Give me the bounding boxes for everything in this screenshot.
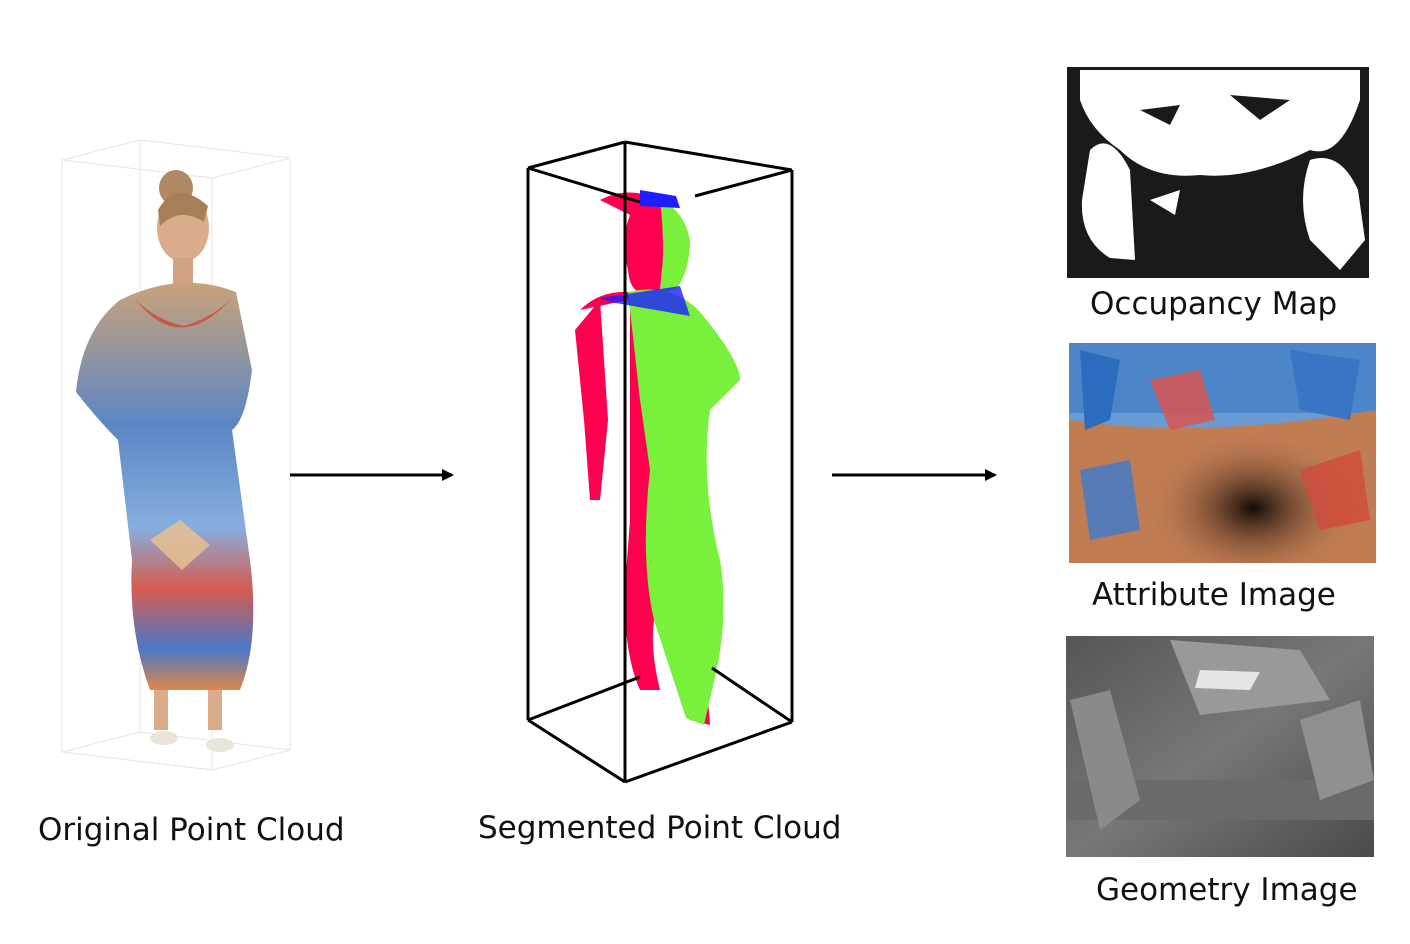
geometry-image-caption: Geometry Image: [1096, 872, 1358, 908]
geometry-image: [1066, 636, 1374, 857]
segmented-point-cloud-figure: [526, 140, 794, 784]
attribute-image-caption: Attribute Image: [1092, 577, 1336, 613]
original-point-cloud-figure: [61, 139, 291, 771]
occupancy-map-image: [1067, 67, 1369, 278]
bounding-box: [526, 140, 794, 784]
attribute-image: [1069, 343, 1376, 563]
original-point-cloud-caption: Original Point Cloud: [38, 812, 345, 848]
occupancy-map-caption: Occupancy Map: [1090, 286, 1338, 322]
segmented-point-cloud-caption: Segmented Point Cloud: [478, 810, 842, 846]
